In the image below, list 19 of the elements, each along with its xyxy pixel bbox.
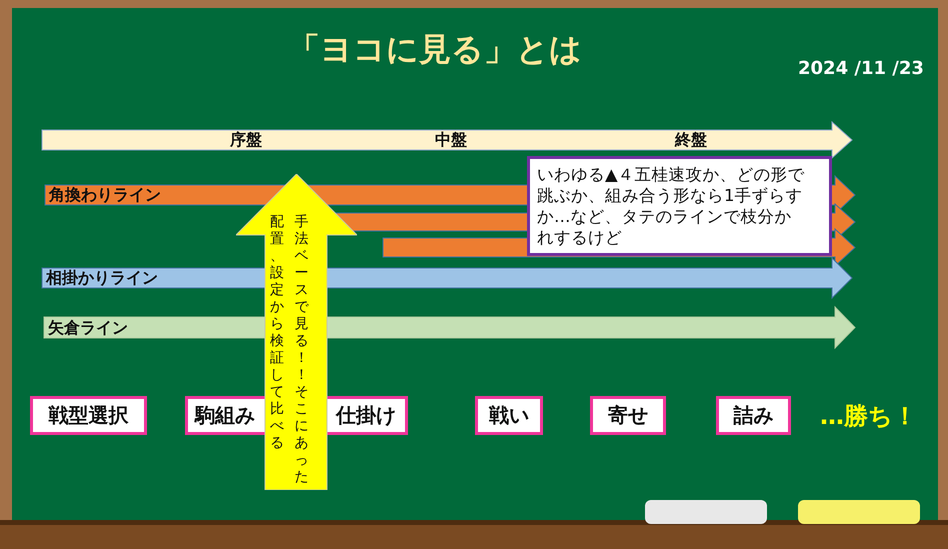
stage-box: 戦い: [475, 396, 543, 435]
stage-box: 仕掛け: [327, 396, 408, 435]
line-label: 角換わりライン: [49, 184, 161, 206]
stage-box: 寄せ: [590, 396, 666, 435]
note-tooltip: いわゆる▲４五桂速攻か、どの形で跳ぶか、組み合う形なら1手ずらすか…など、タテのラインで枝分かれするけど: [527, 156, 832, 256]
vertical-text: 手法ベースで見る！！そこにあった配置、設定から検証して比べる: [269, 214, 309, 486]
stage-box: 詰み: [716, 396, 791, 435]
stage-box: 駒組み: [185, 396, 265, 435]
date: 2024 /11 /23: [798, 58, 924, 79]
phase-label: 序盤: [230, 129, 262, 151]
phase-label: 中盤: [435, 129, 467, 151]
stage-box: 戦型選択: [30, 396, 147, 435]
phase-label: 終盤: [675, 129, 707, 151]
title: 「ヨコに見る」とは: [287, 29, 583, 70]
up-arrow-tooltip: [236, 174, 357, 490]
closing-text: …勝ち！: [820, 401, 917, 432]
timeline-band: [42, 122, 852, 158]
line-label: 矢倉ライン: [48, 316, 128, 338]
line-label: 相掛かりライン: [46, 267, 158, 289]
